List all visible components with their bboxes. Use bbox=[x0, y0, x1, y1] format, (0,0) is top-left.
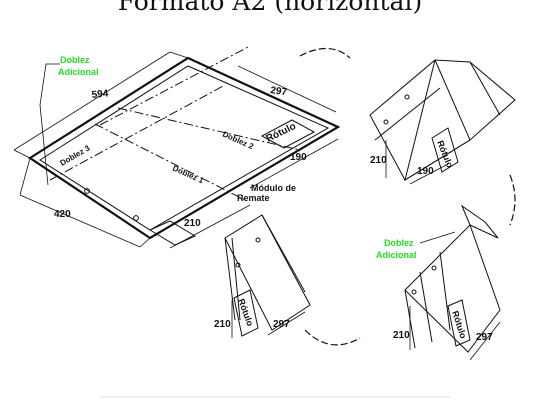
dim-line-210 bbox=[169, 204, 251, 249]
fold-step-4 bbox=[404, 204, 501, 361]
rotulo-box bbox=[260, 119, 316, 149]
sheet-inner-border bbox=[39, 65, 330, 231]
fold-line-doblez-3 bbox=[49, 84, 226, 181]
punch-hole bbox=[383, 119, 389, 125]
step3-dim-210: 210 bbox=[214, 319, 231, 330]
dim-line bbox=[469, 321, 501, 361]
punch-hole bbox=[255, 237, 261, 243]
edge bbox=[261, 214, 306, 293]
fold-step-2 bbox=[369, 59, 516, 185]
fold-step-3 bbox=[224, 214, 311, 338]
punch-hole bbox=[411, 289, 417, 295]
doblez-2-label: Doblez 2 bbox=[221, 130, 255, 152]
panel bbox=[404, 224, 501, 353]
step4-doblez-adicional-line1: Doblez bbox=[384, 238, 414, 248]
edge bbox=[224, 237, 236, 321]
step4-dim-297: 297 bbox=[476, 332, 493, 343]
dim-line-594 bbox=[13, 51, 171, 151]
punch-hole bbox=[235, 262, 241, 268]
edge bbox=[231, 237, 241, 321]
step2-dim-210: 210 bbox=[370, 155, 387, 166]
leader-doblez-adicional bbox=[39, 63, 60, 186]
step4-dim-210: 210 bbox=[393, 330, 410, 341]
dim-tick bbox=[169, 51, 189, 59]
page-title: Formato A2 (horizontal) bbox=[117, 0, 423, 16]
fold-line-doblez-1 bbox=[94, 123, 246, 201]
step3-dim-297: 297 bbox=[273, 319, 290, 330]
modulo-remate-box bbox=[148, 220, 197, 246]
dim-210-label: 210 bbox=[184, 218, 201, 229]
transition-arrow-1 bbox=[299, 47, 351, 59]
dim-ext bbox=[139, 237, 151, 248]
sheet-outline bbox=[27, 56, 341, 240]
dim-tick bbox=[13, 149, 31, 159]
transition-arrow-2 bbox=[509, 174, 516, 226]
dim-297-label: 297 bbox=[270, 85, 288, 98]
step4-rotulo: Rótulo bbox=[450, 310, 468, 341]
doblez-1-label: Doblez 1 bbox=[171, 164, 205, 186]
panel bbox=[224, 214, 311, 331]
doblez-3-label: Doblez 3 bbox=[59, 143, 92, 168]
step4-doblez-adicional-line2: Adicional bbox=[376, 250, 417, 260]
dim-line bbox=[409, 163, 449, 185]
dim-594-label: 594 bbox=[91, 88, 109, 101]
panel bbox=[404, 59, 516, 182]
dim-line bbox=[267, 311, 306, 336]
punch-hole bbox=[404, 94, 410, 100]
modulo-remate-line1: Módulo de bbox=[251, 183, 296, 193]
edge bbox=[374, 87, 441, 141]
dim-line-297 bbox=[237, 65, 337, 113]
modulo-remate-line2: Remate bbox=[237, 193, 270, 203]
rotulo-box bbox=[233, 289, 259, 337]
rotulo-box bbox=[431, 127, 459, 173]
flat-sheet bbox=[13, 45, 341, 249]
punch-hole bbox=[133, 215, 139, 221]
panel bbox=[460, 204, 499, 239]
transition-arrow-3 bbox=[304, 329, 361, 346]
fold-line-longitudinal bbox=[99, 45, 251, 126]
dim-190-label: 190 bbox=[290, 152, 307, 163]
punch-hole bbox=[84, 188, 90, 194]
dim-420-label: 420 bbox=[54, 209, 71, 220]
dim-ext bbox=[19, 157, 31, 196]
doblez-adicional-label-line1: Doblez bbox=[60, 55, 90, 65]
rotulo-label-flat: Rótulo bbox=[264, 121, 297, 145]
rotulo-box bbox=[447, 299, 471, 347]
step2-dim-190: 190 bbox=[417, 166, 434, 177]
leader-doblez-adicional bbox=[419, 231, 456, 244]
edge bbox=[469, 61, 501, 116]
dim-line-420 bbox=[19, 194, 141, 248]
punch-hole bbox=[431, 265, 437, 271]
doblez-adicional-label-line2: Adicional bbox=[58, 67, 99, 77]
fold-line-doblez-2 bbox=[117, 107, 301, 151]
edge bbox=[419, 271, 433, 343]
edge bbox=[439, 251, 451, 331]
dim-line-190 bbox=[249, 138, 339, 189]
